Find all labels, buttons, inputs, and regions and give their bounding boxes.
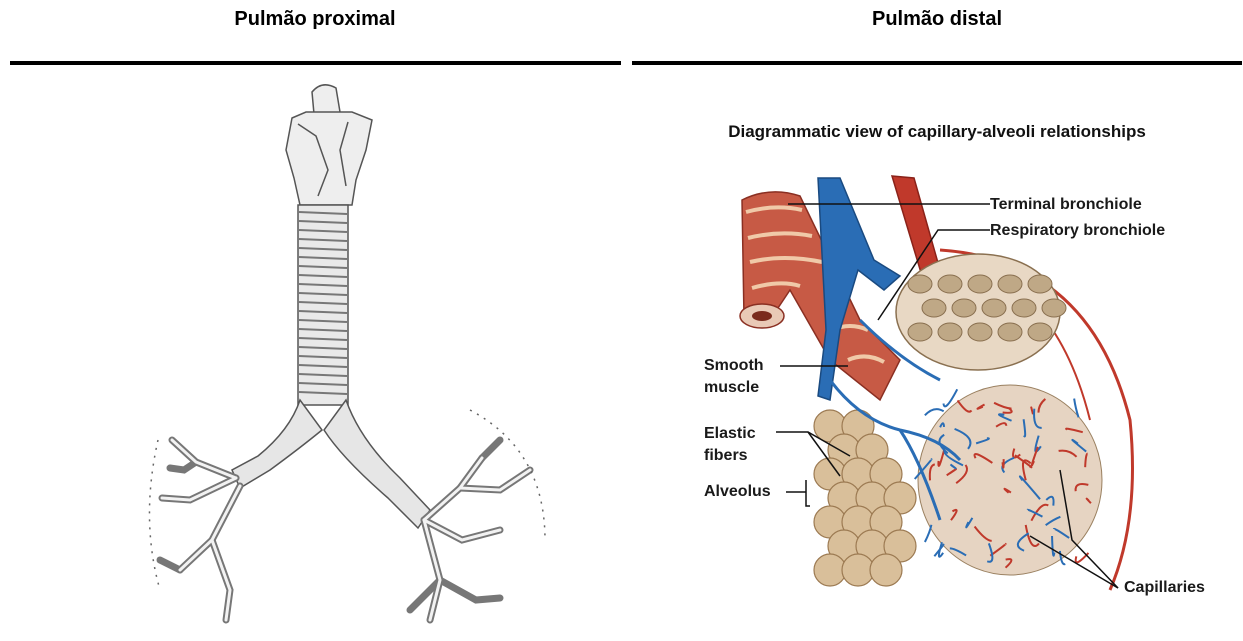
diagram-heading: Diagrammatic view of capillary-alveoli r… <box>632 122 1242 142</box>
label-elastic-fibers-line1: Elastic <box>704 424 756 444</box>
dotted-annotation-left <box>149 440 160 590</box>
larynx <box>286 85 372 205</box>
alveoli-cluster <box>814 410 916 586</box>
trachea <box>298 205 348 405</box>
capillary-network <box>915 385 1102 575</box>
label-elastic-fibers-line2: fibers <box>704 446 748 466</box>
label-capillaries: Capillaries <box>1124 578 1205 598</box>
alveolar-sac-cut <box>896 254 1066 370</box>
label-smooth-muscle-line1: Smooth <box>704 356 764 376</box>
artery-vessel <box>892 176 940 276</box>
label-terminal-bronchiole: Terminal bronchiole <box>990 195 1142 215</box>
label-smooth-muscle-line2: muscle <box>704 378 759 398</box>
label-alveolus: Alveolus <box>704 482 771 502</box>
label-respiratory-bronchiole: Respiratory bronchiole <box>990 221 1165 241</box>
dotted-annotation-right <box>470 410 545 540</box>
main-bronchi <box>232 400 430 528</box>
